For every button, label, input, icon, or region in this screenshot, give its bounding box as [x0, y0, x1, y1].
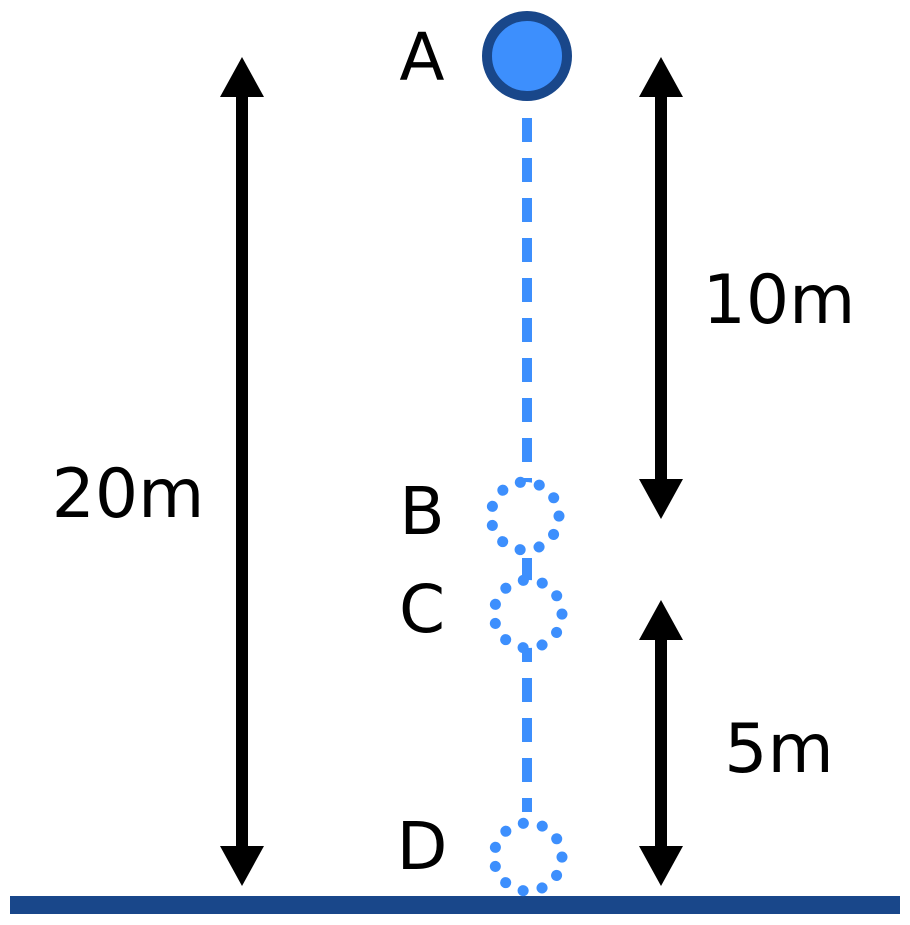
label-a: A — [399, 19, 444, 96]
a-to-b-arrow — [639, 57, 683, 519]
ball-position-a — [482, 11, 572, 101]
total-height-arrow — [220, 57, 264, 886]
c-to-ground-arrow — [639, 600, 683, 886]
arrowhead-up — [220, 57, 264, 97]
distance-c-to-ground-label: 5m — [724, 710, 834, 789]
label-c: C — [399, 571, 445, 648]
ball-position-b — [485, 476, 565, 556]
arrowhead-down — [639, 479, 683, 519]
arrowhead-down — [639, 846, 683, 886]
label-b: B — [399, 473, 444, 550]
label-d: D — [397, 808, 448, 885]
arrowhead-up — [639, 600, 683, 640]
arrowhead-down — [220, 846, 264, 886]
ball-position-c — [488, 574, 568, 654]
ground-line — [10, 896, 900, 914]
distance-a-to-b-label: 10m — [703, 261, 856, 340]
distance-total-label: 20m — [52, 455, 205, 534]
ball-position-d — [488, 817, 568, 897]
arrowhead-up — [639, 57, 683, 97]
